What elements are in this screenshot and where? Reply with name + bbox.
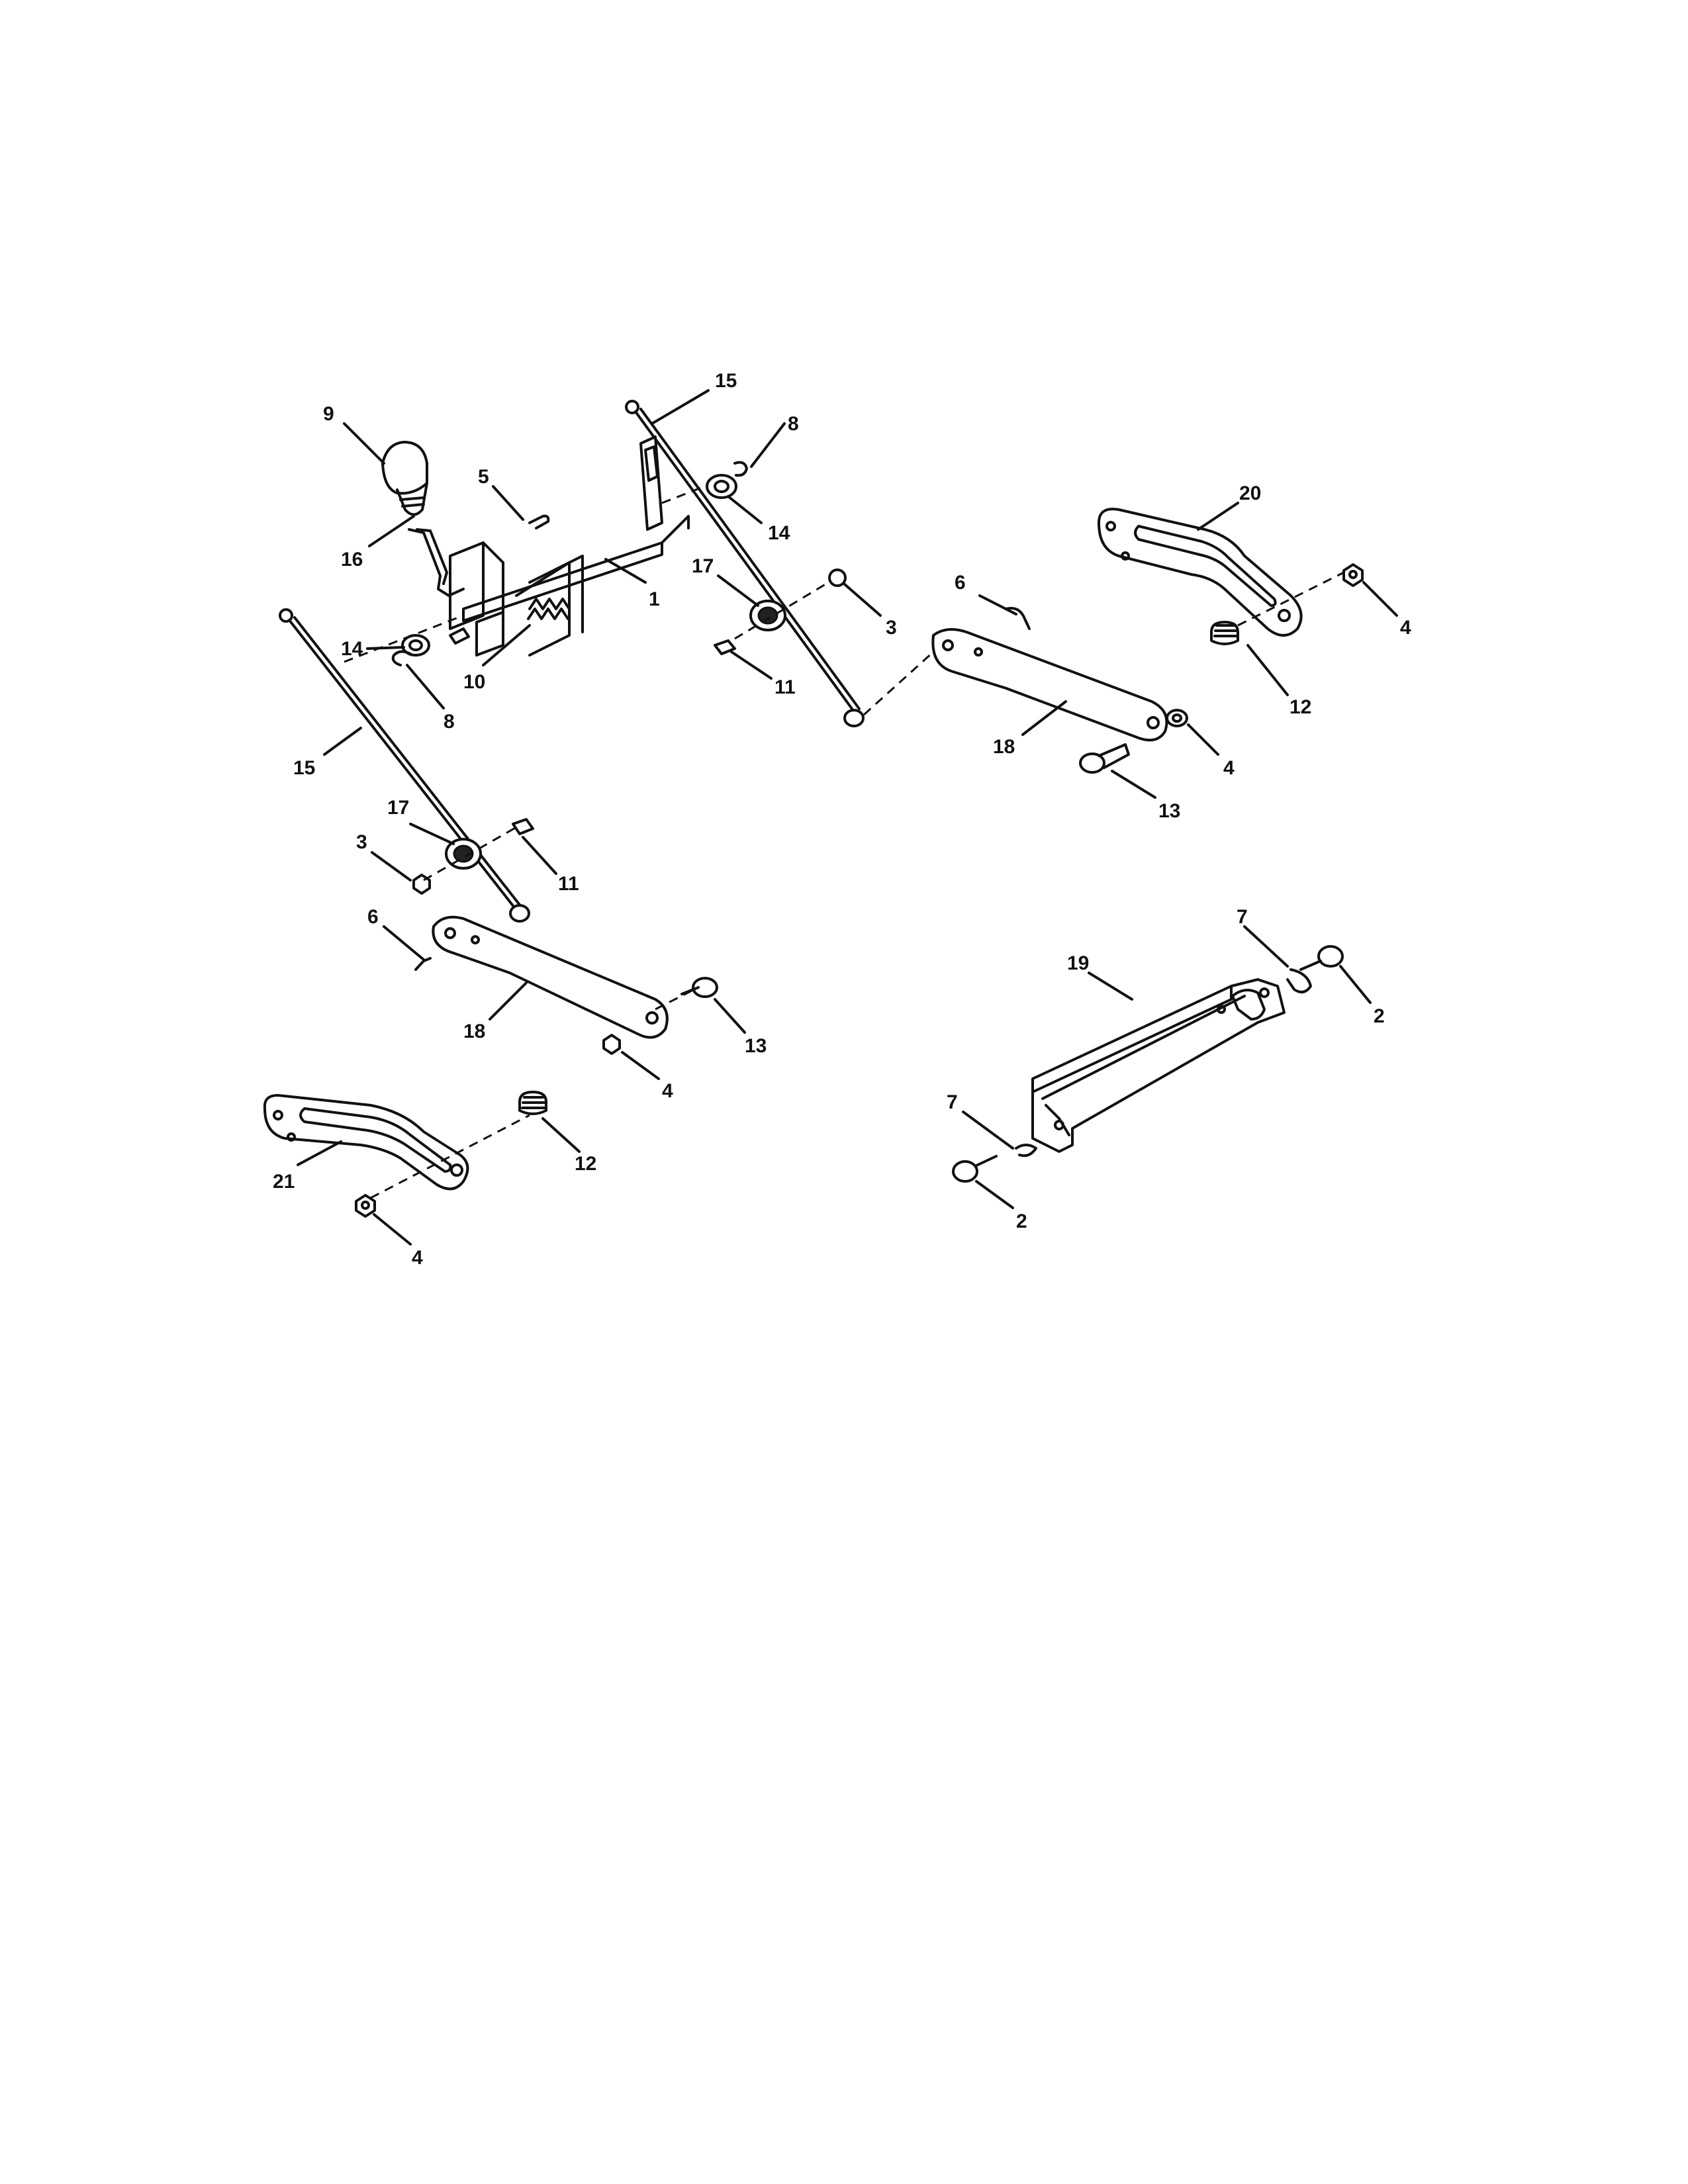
callout-15-lower: 15: [293, 757, 315, 779]
leader-lines: [297, 389, 1398, 1246]
bushing-left: [401, 627, 470, 657]
shoulder-pin-upper: [1299, 945, 1344, 971]
nut-bracket-20: [1342, 563, 1364, 587]
clevis-pin-lower: [655, 977, 718, 1011]
lift-arm-lower: [432, 915, 669, 1039]
callout-18-upper: 18: [993, 736, 1015, 758]
callout-8-right: 8: [788, 413, 799, 435]
callout-4-bracket-21: 4: [412, 1247, 423, 1269]
callout-11-lower: 11: [558, 873, 579, 895]
callout-4-bracket-20: 4: [1400, 617, 1411, 639]
bracket-21: [263, 1094, 469, 1191]
clevis-pin-upper: [1079, 743, 1130, 774]
callout-11-upper: 11: [774, 676, 796, 698]
lift-link-upper: [625, 400, 865, 727]
callout-3-lower: 3: [356, 831, 367, 853]
callout-5: 5: [478, 466, 489, 488]
handle-knob: [381, 441, 428, 516]
callout-7-lower: 7: [947, 1091, 958, 1113]
callout-12-upper: 12: [1289, 696, 1311, 718]
pulley-lower: [412, 818, 534, 895]
callout-2-upper: 2: [1374, 1005, 1385, 1027]
callout-6-lower: 6: [367, 906, 379, 928]
callout-9: 9: [323, 403, 334, 425]
hairpin-7-lower: [1015, 1144, 1037, 1158]
washer-arm-upper: [1166, 709, 1188, 727]
callout-13-lower: 13: [745, 1035, 767, 1057]
callout-numbers: 15 8 14 9 5 16 1 17 3 11 6 20 4 12 18 4 …: [273, 370, 1411, 1269]
lift-handle: [408, 528, 465, 597]
callout-10: 10: [463, 671, 485, 693]
callout-18-lower: 18: [463, 1021, 485, 1042]
hairpin-7-upper: [1286, 968, 1312, 993]
callout-3-upper: 3: [886, 617, 897, 639]
callout-21: 21: [273, 1171, 295, 1193]
callout-12-lower: 12: [575, 1153, 596, 1175]
cotter-pin: [528, 514, 550, 529]
channel-bracket: [1031, 978, 1286, 1153]
callout-2-lower: 2: [1016, 1210, 1027, 1232]
callout-1: 1: [649, 588, 660, 610]
callout-17-lower: 17: [387, 797, 409, 819]
callout-16: 16: [341, 549, 363, 570]
callout-14-left: 14: [341, 638, 363, 660]
e-ring-right: [733, 461, 748, 477]
nut-arm-lower: [602, 1034, 621, 1055]
callout-4-arm-lower: 4: [662, 1080, 673, 1102]
bolt-12-lower: [370, 1091, 547, 1199]
callout-17-upper: 17: [692, 555, 714, 577]
bolt-12-upper: [1210, 571, 1344, 645]
bracket-20: [1098, 508, 1303, 637]
callout-4-arm-upper: 4: [1223, 757, 1235, 779]
callout-14-right: 14: [768, 522, 790, 544]
callout-6-upper: 6: [955, 572, 966, 594]
callout-8-left: 8: [444, 711, 455, 733]
callout-15-upper: 15: [715, 370, 737, 392]
nut-bracket-21: [355, 1194, 376, 1218]
hairpin-upper: [1005, 607, 1031, 630]
callout-20: 20: [1239, 482, 1261, 504]
spring: [527, 598, 571, 620]
e-ring-left: [391, 650, 412, 666]
lift-arm-upper: [863, 628, 1168, 742]
bushing-right: [706, 474, 737, 499]
shoulder-pin-lower: [952, 1155, 998, 1183]
pulley-upper: [714, 569, 847, 655]
callout-7-upper: 7: [1237, 906, 1248, 928]
callout-13-upper: 13: [1158, 800, 1180, 822]
callout-19: 19: [1067, 952, 1089, 974]
